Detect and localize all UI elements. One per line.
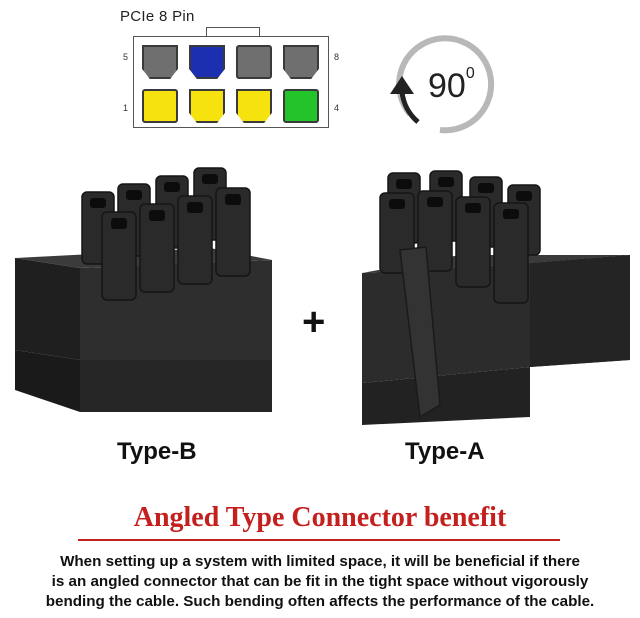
description-line-1: When setting up a system with limited sp… [60,553,580,570]
pinout-title: PCIe 8 Pin [120,8,195,25]
pin-8 [283,45,319,79]
rotation-angle: 900 [428,65,475,105]
rotation-arrow-icon [390,35,495,134]
pin-4 [283,89,319,123]
headline-underline [78,539,560,541]
pin-7 [236,45,272,79]
type-b-connector-image [15,167,272,412]
pin-2 [189,89,225,123]
pin-label-8: 8 [334,52,340,62]
pinout-diagram [133,36,329,128]
pin-5 [142,45,178,79]
plus-sign: + [302,300,326,344]
pin-label-1: 1 [123,103,129,113]
pin-1 [142,89,178,123]
type-a-connector-image [362,170,630,425]
type-b-label: Type-B [117,438,197,465]
headline: Angled Type Connector benefit [133,502,507,533]
pin-6 [189,45,225,79]
description: When setting up a system with limited sp… [0,552,640,612]
connector-latch-outline [206,27,260,38]
type-a-label: Type-A [405,438,485,465]
description-line-3: bending the cable. Such bending often af… [45,593,595,610]
pin-label-4: 4 [334,103,340,113]
pin-3 [236,89,272,123]
description-line-2: is an angled connector that can be fit i… [51,573,589,590]
pin-label-5: 5 [123,52,129,62]
